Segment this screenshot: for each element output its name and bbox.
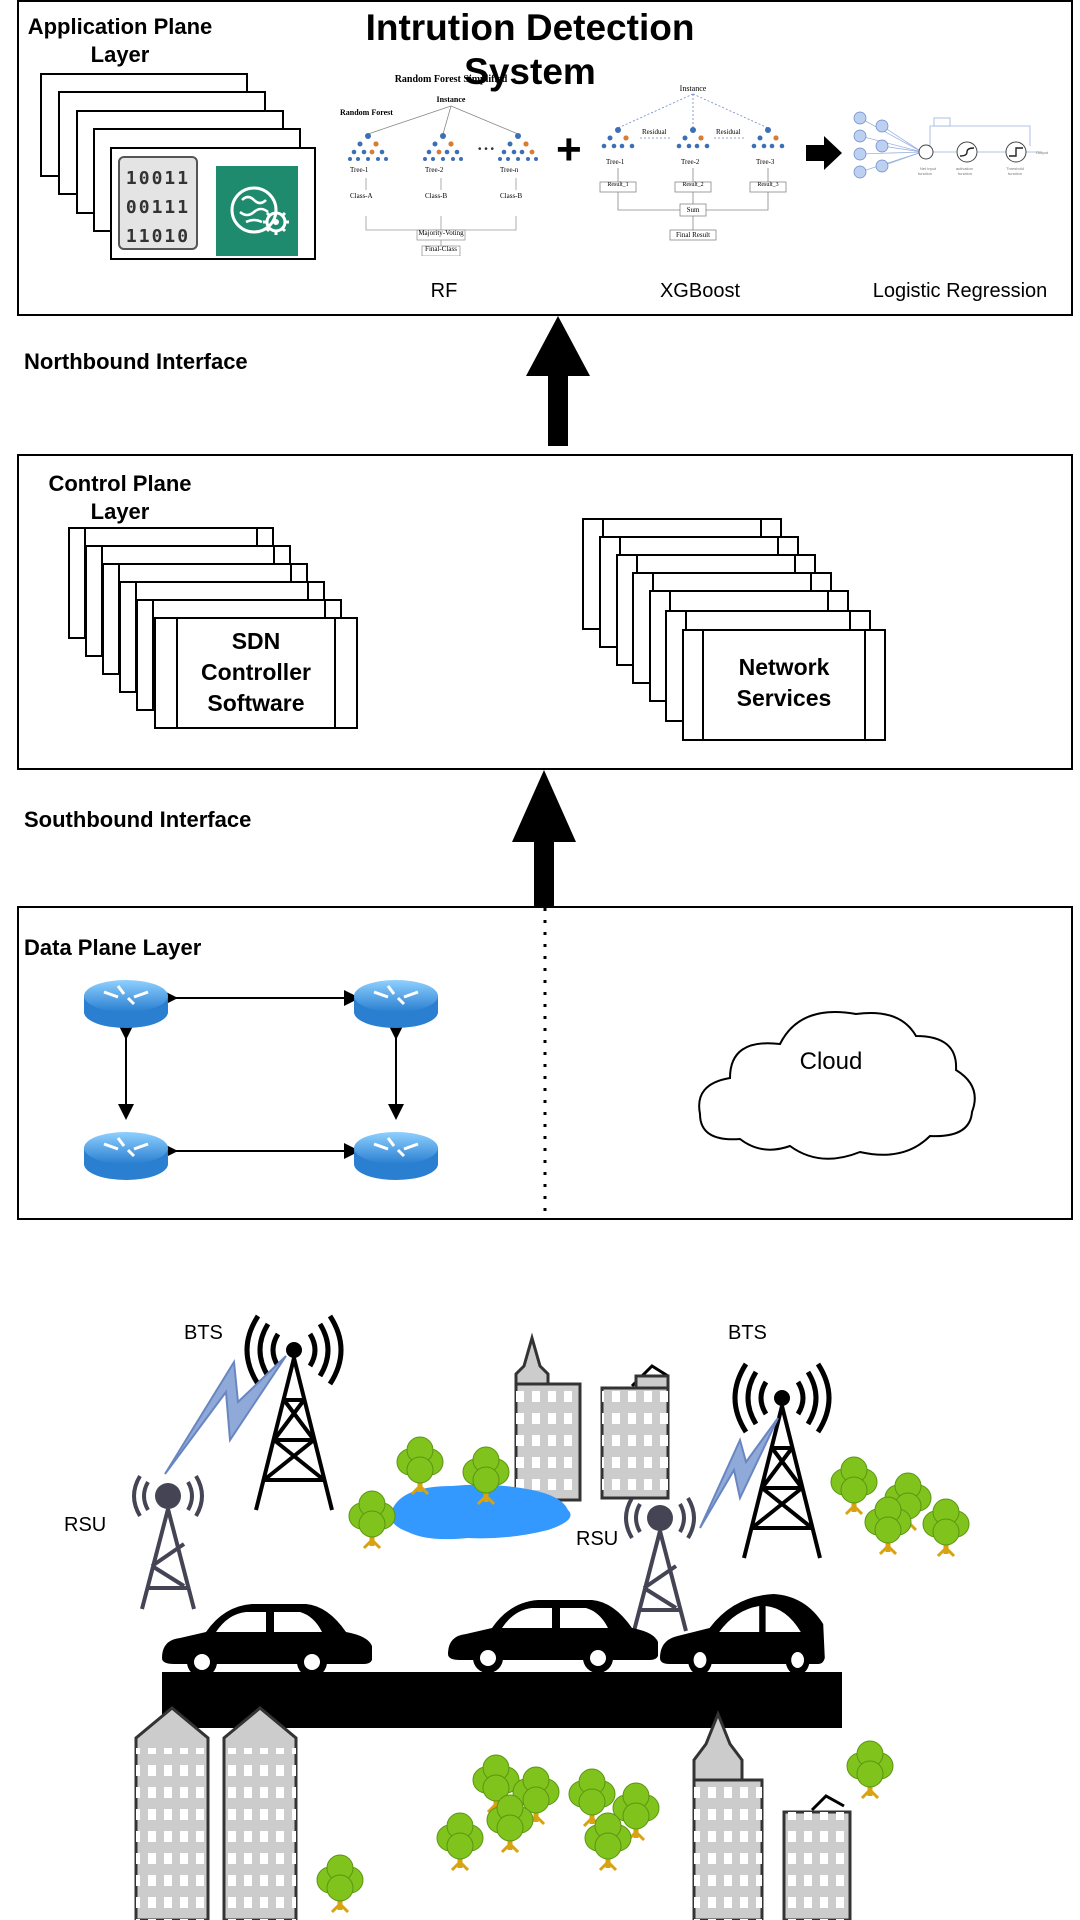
xgb-residual-label: Residual [716,128,741,136]
algo-label-logistic-regression: Logistic Regression [872,280,1048,302]
algo-label-xgboost: XGBoost [659,280,741,302]
xgb-result-label: Result_2 [682,182,704,188]
svg-text:• • •: • • • [478,144,495,155]
lightning-link [699,1417,779,1529]
tree-icon [349,1491,395,1548]
rsu-antenna-icon [624,1496,696,1633]
building-icon [134,1706,210,1920]
xgb-tree-label: Tree-1 [606,158,625,166]
binary-data-tile: 10011 00111 11010 [118,156,198,250]
bts-tower-icon [247,1316,341,1510]
lightning-link [164,1355,287,1475]
stack-card [154,617,358,729]
arrow-up-icon [512,770,576,910]
rf-vote-label: Majority-Voting [418,229,464,237]
svg-text:activation: activation [956,166,973,171]
rf-tree-label: Tree-2 [425,166,444,174]
bts-label: BTS [728,1322,767,1344]
rf-final-label: Final-Class [425,245,457,253]
building-icon [222,1706,298,1920]
router-icon [354,980,438,1028]
rsu-label: RSU [64,1514,107,1536]
xgb-residual-label: Residual [642,128,667,136]
car-icon [448,1600,658,1673]
xgb-sum-label: Sum [686,206,700,214]
southbound-interface-label: Southbound Interface [24,807,252,832]
rf-tree-label: Tree-1 [350,166,369,174]
building-icon [600,1364,670,1500]
svg-text:Output: Output [1036,150,1049,155]
building-icon [782,1794,852,1920]
rf-side-label: Random Forest [340,108,393,117]
data-layer-label: Data Plane Layer [24,935,202,960]
svg-text:Threshold: Threshold [1006,166,1024,171]
xgb-final-label: Final Result [675,231,711,239]
rf-class-label: Class-A [350,192,373,200]
rf-instance: Instance [436,95,466,104]
binary-row: 11010 [125,226,191,247]
bts-label: BTS [184,1322,223,1344]
rsu-label: RSU [576,1528,619,1550]
svg-text:function: function [958,171,972,176]
binary-row: 10011 [125,168,191,189]
xgboost-panel: Instance Residual Residual Tree-1 Tree-2… [588,78,798,254]
rf-heading: Random Forest Simplified [394,74,508,85]
rf-tree-label: Tree-n [500,166,519,174]
data-plane-graphic [84,908,976,1218]
tree-icon [397,1437,443,1494]
road [162,1672,842,1728]
xgb-tree-label: Tree-2 [681,158,700,166]
application-layer-label: Application Plane Layer [27,14,213,67]
tree-icon [847,1741,893,1798]
router-icon [84,980,168,1028]
building-icon [514,1332,582,1502]
network-services-label: Network Services [736,654,832,711]
svg-text:function: function [918,171,932,176]
xgb-result-label: Result_1 [607,182,629,188]
router-icon [84,1132,168,1180]
rsu-antenna-icon [132,1474,204,1611]
diagram-title: Intrution Detection System [365,7,695,92]
lake-icon [390,1484,571,1540]
stack-card [682,629,886,741]
rf-class-label: Class-B [425,192,448,200]
tree-icon [437,1813,483,1870]
plus-sign: + [556,125,582,174]
car-icon [660,1594,825,1675]
xgb-instance: Instance [679,84,707,93]
vehicular-network-scene [132,1240,1080,1920]
router-icon [354,1132,438,1180]
random-forest-panel: Random Forest Simplified Instance Random… [338,66,564,256]
northbound-interface-label: Northbound Interface [24,349,248,374]
algo-label-rf: RF [430,280,458,302]
arrow-up-icon [526,316,590,446]
svg-text:Net input: Net input [920,166,937,171]
xgb-tree-graphic [599,93,787,241]
xgb-result-label: Result_3 [757,182,779,188]
brain-gear-icon [216,166,298,256]
svg-text:function: function [1008,171,1022,176]
tree-icon [317,1855,363,1912]
tree-icon [923,1499,969,1556]
car-icon [162,1604,372,1677]
control-layer-label: Control Plane Layer [48,471,192,524]
rf-class-label: Class-B [500,192,523,200]
binary-row: 00111 [125,197,191,218]
sdn-controller-label: SDN Controller Software [201,628,311,716]
building-icon [692,1709,764,1920]
xgb-tree-label: Tree-3 [756,158,775,166]
rf-tree-graphic: • • • [348,105,538,256]
cloud-label: Cloud [799,1048,863,1075]
arrow-right-icon [806,136,842,170]
cloud-icon [698,1011,976,1160]
tree-icon [831,1457,877,1514]
